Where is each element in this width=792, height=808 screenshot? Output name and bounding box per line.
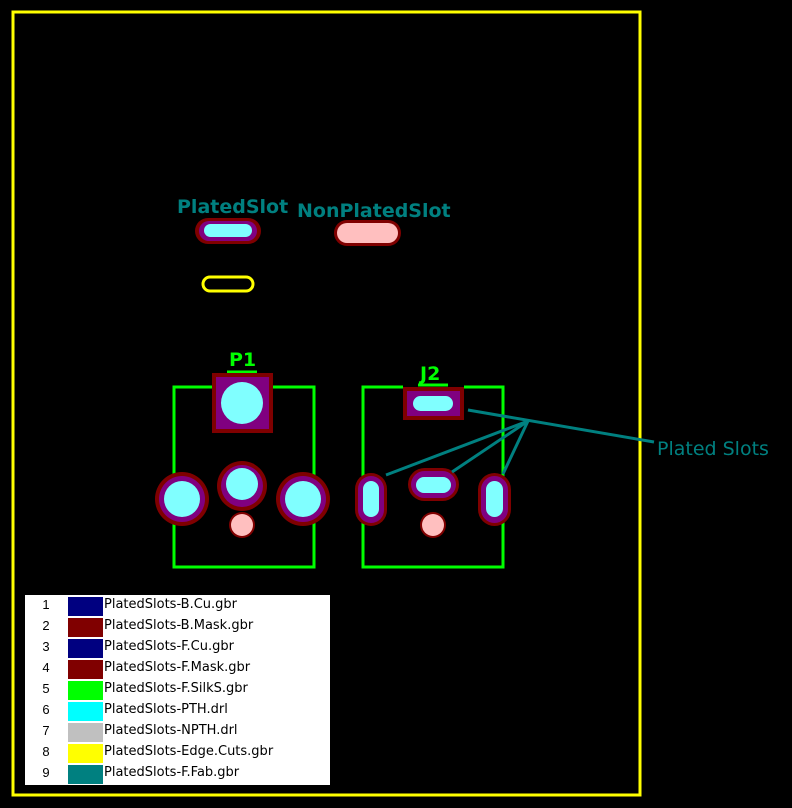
plated-slot-drill: [204, 224, 252, 237]
legend-layer-name: PlatedSlots-B.Cu.gbr: [104, 597, 238, 612]
plated-slot-label: PlatedSlot: [177, 196, 288, 218]
legend-layer-name: PlatedSlots-F.SilkS.gbr: [104, 681, 248, 696]
legend-color-swatch: [68, 723, 103, 742]
legend-layer-name: PlatedSlots-F.Fab.gbr: [104, 765, 240, 780]
legend-row-3[interactable]: 3 PlatedSlots-F.Cu.gbr: [25, 637, 330, 658]
p1-pad2-drill: [164, 481, 200, 517]
legend-layer-name: PlatedSlots-F.Mask.gbr: [104, 660, 251, 675]
non-plated-slot-drill: [337, 223, 398, 243]
legend-color-swatch: [68, 618, 103, 637]
legend-layer-name: PlatedSlots-Edge.Cuts.gbr: [104, 744, 274, 759]
plated-slots-callout: [385, 408, 655, 477]
legend-row-2[interactable]: 2 PlatedSlots-B.Mask.gbr: [25, 616, 330, 637]
edge-cut-slot: [201, 275, 255, 293]
legend-layer-number: 2: [42, 618, 50, 633]
legend-color-swatch: [68, 681, 103, 700]
legend-layer-name: PlatedSlots-PTH.drl: [104, 702, 228, 717]
legend-layer-name: PlatedSlots-F.Cu.gbr: [104, 639, 234, 654]
j2-silkscreen-outline: [361, 385, 505, 569]
legend-row-9[interactable]: 9 PlatedSlots-F.Fab.gbr: [25, 763, 330, 784]
legend-color-swatch: [68, 744, 103, 763]
p1-pad1-drill: [221, 382, 263, 424]
plated-slot-footprint: [195, 218, 261, 244]
legend-row-5[interactable]: 5 PlatedSlots-F.SilkS.gbr: [25, 679, 330, 700]
j2-npth-drill: [422, 514, 444, 536]
non-plated-slot-label: NonPlatedSlot: [297, 200, 451, 222]
legend-row-6[interactable]: 6 PlatedSlots-PTH.drl: [25, 700, 330, 721]
legend-layer-name: PlatedSlots-B.Mask.gbr: [104, 618, 254, 633]
legend-color-swatch: [68, 702, 103, 721]
p1-npth-drill: [231, 514, 253, 536]
legend-color-swatch: [68, 639, 103, 658]
j2-pad3-drill: [416, 477, 451, 493]
legend-layer-number: 7: [42, 723, 50, 738]
legend-row-4[interactable]: 4 PlatedSlots-F.Mask.gbr: [25, 658, 330, 679]
legend-layer-number: 8: [42, 744, 50, 759]
legend-layer-number: 4: [42, 660, 50, 675]
plated-slots-callout-label: Plated Slots: [657, 438, 769, 460]
legend-layer-number: 3: [42, 639, 50, 654]
p1-pad4-drill: [285, 481, 321, 517]
legend-layer-name: PlatedSlots-NPTH.drl: [104, 723, 238, 738]
legend-row-7[interactable]: 7 PlatedSlots-NPTH.drl: [25, 721, 330, 742]
legend-row-1[interactable]: 1 PlatedSlots-B.Cu.gbr: [25, 595, 330, 616]
p1-silkscreen-outline: [172, 385, 316, 569]
legend-layer-number: 5: [42, 681, 50, 696]
j2-pad1-drill: [413, 396, 453, 411]
p1-pad3-drill: [226, 468, 258, 500]
j2-footprint: J2: [355, 363, 511, 569]
layer-legend: 1 PlatedSlots-B.Cu.gbr 2 PlatedSlots-B.Mask…: [25, 595, 330, 785]
p1-label: P1: [229, 349, 256, 371]
legend-color-swatch: [68, 660, 103, 679]
legend-layer-number: 1: [42, 597, 50, 612]
non-plated-slot-footprint: [334, 220, 401, 246]
j2-label: J2: [418, 363, 440, 385]
j2-pad4-drill: [486, 481, 503, 517]
legend-layer-number: 6: [42, 702, 50, 717]
board-outline: [11, 10, 642, 797]
legend-layer-number: 9: [42, 765, 50, 780]
j2-pad2-drill: [363, 481, 379, 517]
legend-row-8[interactable]: 8 PlatedSlots-Edge.Cuts.gbr: [25, 742, 330, 763]
legend-color-swatch: [68, 765, 103, 784]
p1-footprint: P1: [155, 349, 330, 569]
legend-color-swatch: [68, 597, 103, 616]
